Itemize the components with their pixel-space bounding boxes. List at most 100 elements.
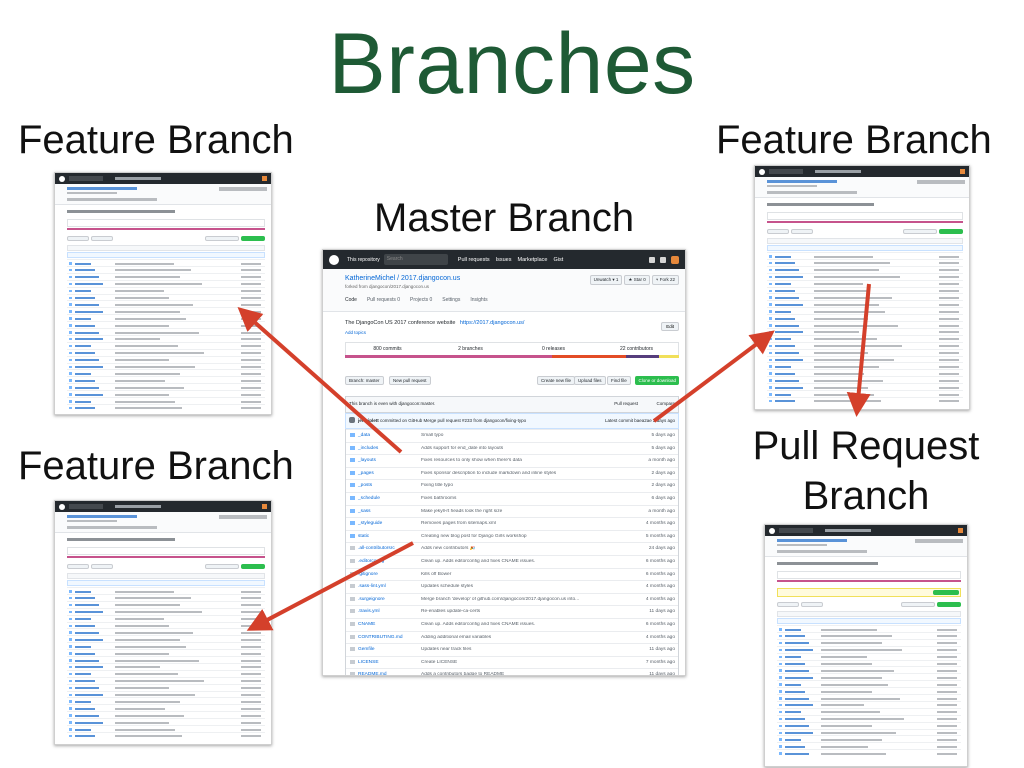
file-commit-message[interactable]: Re-enables update-ca-certs	[421, 609, 481, 615]
file-commit-message[interactable]: Adds new contributors 🎉	[421, 546, 476, 552]
file-row[interactable]: .surgeignore Merge branch 'develop' of gi…	[346, 592, 678, 606]
commit-message[interactable]: committed on GitHub Merge pull request #…	[380, 418, 527, 423]
tab-insights[interactable]: Insights	[470, 297, 488, 303]
file-commit-message[interactable]: Kills off Bower	[421, 571, 452, 577]
file-row[interactable]: _includes Adds support for end_date into …	[346, 441, 678, 455]
branches-count[interactable]: 2 branches	[458, 346, 483, 352]
avatar[interactable]	[671, 255, 679, 264]
file-commit-message[interactable]: Creating new blog post for Django Girls …	[421, 533, 527, 539]
nav-issues[interactable]: Issues	[495, 256, 512, 263]
file-commit-message[interactable]: Make jekyll-rt heads look the right size	[421, 508, 503, 514]
file-row[interactable]: _pages Fixes sponsor description to inclu…	[346, 466, 678, 480]
file-name[interactable]: .editorconfig	[358, 558, 385, 564]
file-row[interactable]: static Creating new blog post for Django …	[346, 529, 678, 543]
nav-pull-requests[interactable]: Pull requests	[457, 256, 490, 263]
file-name	[785, 738, 801, 741]
file-commit-message[interactable]: Fixes bathrooms	[421, 495, 457, 501]
file-name[interactable]: CONTRIBUTING.md	[358, 634, 403, 640]
forked-from[interactable]: forked from djangocon/2017.djangocon.us	[345, 284, 430, 289]
edit-button[interactable]: Edit	[661, 322, 679, 331]
file-commit-message[interactable]: Adding additional email variables	[421, 634, 492, 640]
file-name	[75, 393, 103, 396]
file-name[interactable]: _data	[358, 433, 371, 438]
file-name[interactable]: _includes	[358, 445, 379, 451]
new-pull-request-button[interactable]: New pull request	[389, 376, 431, 385]
file-age	[937, 656, 957, 659]
pull-request-link[interactable]: Pull request	[614, 401, 638, 406]
file-commit-message[interactable]: Merge branch 'develop' of github.com/dja…	[421, 596, 580, 602]
file-commit-message[interactable]: Adds a contributors badge to README	[421, 672, 505, 676]
repo-website[interactable]: https://2017.djangocon.us/	[459, 320, 525, 326]
file-commit-message[interactable]: Create LICENSE	[421, 659, 458, 665]
file-icon	[769, 289, 772, 292]
file-name[interactable]: .sass-lint.yml	[358, 584, 386, 590]
file-name[interactable]: _styleguide	[358, 521, 383, 527]
file-name[interactable]: _pages	[358, 470, 374, 476]
file-commit-message[interactable]: Updates near track files	[421, 647, 472, 653]
branch-select[interactable]: Branch: master	[345, 376, 384, 385]
file-commit-message[interactable]: Updates schedule styles	[421, 584, 473, 590]
clone-download-button[interactable]: Clone or download	[635, 376, 679, 385]
file-age	[937, 663, 957, 665]
plus-icon[interactable]	[660, 256, 666, 263]
file-name[interactable]: _sass	[358, 508, 371, 514]
tab-projects[interactable]: Projects 0	[410, 297, 433, 303]
file-row[interactable]: README.md Adds a contributors badge to RE…	[346, 668, 678, 676]
bell-icon[interactable]	[649, 256, 655, 263]
repo-name[interactable]: KatherineMichel / 2017.djangocon.us	[345, 275, 461, 282]
file-name[interactable]: .gitignore	[358, 571, 378, 577]
repo-name	[777, 539, 847, 542]
file-row[interactable]: CNAME Clean up. Adds editorconfig and fix…	[346, 617, 678, 631]
file-name[interactable]: _layouts	[358, 458, 376, 464]
file-commit-message[interactable]: Fixes resources to only show when there'…	[421, 458, 522, 464]
tab-pull-requests[interactable]: Pull requests 0	[366, 297, 401, 303]
file-name[interactable]: .all-contributorsrc	[358, 546, 395, 552]
file-row[interactable]: _layouts Fixes resources to only show whe…	[346, 454, 678, 467]
file-row[interactable]: .editorconfig Clean up. Adds editorconfig…	[346, 554, 678, 568]
unwatch-button[interactable]: Unwatch ▾ 1	[589, 275, 623, 285]
compare-link[interactable]: Compare	[656, 401, 675, 406]
contributors-count[interactable]: 22 contributors	[619, 346, 654, 352]
add-topics-link[interactable]: Add topics	[345, 330, 367, 335]
search-input[interactable]: Search	[383, 254, 448, 265]
file-commit-message[interactable]: Removes pages from sitemaps.xml	[421, 521, 496, 527]
fork-button[interactable]: ⑂ Fork 22	[651, 275, 679, 285]
tab-settings[interactable]: Settings	[442, 297, 461, 303]
file-row[interactable]: .all-contributorsrc Adds new contributors…	[346, 542, 678, 555]
file-name[interactable]: .surgeignore	[358, 596, 385, 602]
file-commit-message[interactable]: Small typo	[421, 433, 444, 438]
nav-gist[interactable]: Gist	[553, 256, 564, 263]
file-commit-message[interactable]: Adds support for end_date into layouts	[421, 445, 504, 451]
file-name[interactable]: README.md	[358, 672, 387, 676]
find-file-button[interactable]: Find file	[607, 376, 631, 385]
file-name[interactable]: Gemfile	[358, 647, 375, 653]
upload-files-button[interactable]: Upload files	[574, 376, 606, 385]
star-button[interactable]: ★ Star 0	[624, 275, 650, 285]
file-name[interactable]: _schedule	[358, 495, 380, 501]
file-commit-message[interactable]: Clean up. Adds editorconfig and fixes CN…	[421, 621, 536, 627]
file-row[interactable]: CONTRIBUTING.md Adding additional email v…	[346, 630, 678, 644]
github-logo-icon[interactable]	[329, 254, 339, 265]
commits-count[interactable]: 800 commits	[373, 346, 402, 352]
file-commit-message[interactable]: Fixing title typo	[421, 483, 453, 489]
file-commit-message[interactable]: Clean up. Adds editorconfig and fixes CN…	[421, 558, 536, 564]
file-row[interactable]: _sass Make jekyll-rt heads look the right…	[346, 504, 678, 518]
file-name[interactable]: .travis.yml	[358, 609, 380, 615]
latest-commit[interactable]: Latest commit baea2ae 2 days ago	[604, 418, 675, 423]
file-row[interactable]: _styleguide Removes pages from sitemaps.x…	[346, 517, 678, 530]
file-commit-message[interactable]: Fixes sponsor description to include mar…	[421, 470, 557, 476]
file-name[interactable]: static	[358, 533, 370, 539]
file-name[interactable]: LICENSE	[358, 659, 379, 665]
releases-count[interactable]: 0 releases	[541, 346, 566, 352]
file-name[interactable]: _posts	[358, 483, 373, 489]
nav-marketplace[interactable]: Marketplace	[517, 256, 548, 263]
file-name[interactable]: CNAME	[358, 621, 376, 627]
tab-code[interactable]: Code	[345, 297, 357, 303]
